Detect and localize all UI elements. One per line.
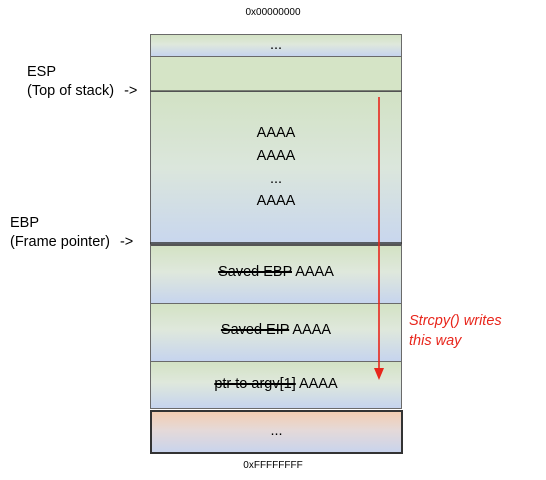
write-direction-line-1: Strcpy() writes (409, 313, 502, 329)
ebp-label: EBP (Frame pointer) -> (10, 214, 133, 252)
write-direction-line-2: this way (409, 333, 462, 349)
esp-arrow: -> (124, 83, 138, 99)
saved-ebp-original: Saved EBP (218, 264, 292, 280)
buffer-line-4: AAAA (256, 193, 296, 209)
saved-ebp-overwrite: AAAA (295, 264, 334, 280)
argv-ptr-original: ptr to argv[1] (214, 376, 296, 392)
buffer-line-3: ... (269, 171, 283, 187)
stack-cell-above-esp (150, 56, 402, 92)
saved-eip-overwrite: AAAA (292, 322, 332, 338)
ebp-description: (Frame pointer) -> (10, 234, 134, 250)
esp-label: ESP (Top of stack) -> (27, 63, 137, 101)
stack-cell-top-ellipsis-text: ... (269, 37, 283, 53)
top-address-label: 0x00000000 (245, 7, 301, 18)
bottom-address-label: 0xFFFFFFFF (243, 460, 303, 471)
argv-ptr-overwrite: AAAA (298, 376, 338, 392)
ebp-arrow: -> (119, 234, 134, 250)
esp-description: (Top of stack) -> (27, 83, 138, 99)
ebp-name: EBP (10, 215, 40, 231)
stack-cell-saved-eip: Saved EIP AAAA (150, 303, 402, 362)
write-direction-label: Strcpy() writes this way (409, 311, 502, 351)
saved-eip-original: Saved EIP (220, 322, 290, 338)
stack-cell-bottom-ellipsis-text: ... (270, 423, 283, 439)
stack-cell-saved-ebp: Saved EBP AAAA (150, 244, 402, 305)
buffer-line-1: AAAA (256, 125, 296, 141)
argv-ptr-text: ptr to argv[1] AAAA (151, 376, 401, 392)
stack-cell-argv-ptr: ptr to argv[1] AAAA (150, 361, 402, 409)
saved-ebp-text: Saved EBP AAAA (151, 264, 401, 280)
write-direction-arrow-head (374, 368, 384, 380)
esp-name: ESP (27, 64, 57, 80)
stack-cell-bottom-ellipsis: ... (150, 410, 403, 454)
saved-eip-text: Saved EIP AAAA (151, 322, 401, 338)
buffer-line-2: AAAA (256, 148, 296, 164)
